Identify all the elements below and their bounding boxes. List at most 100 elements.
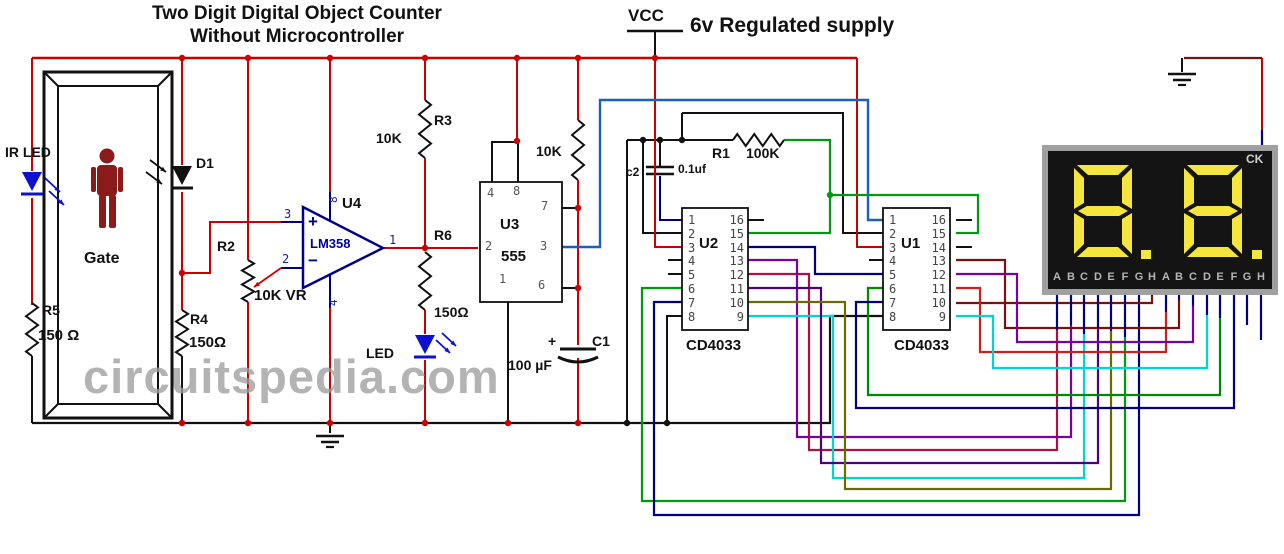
u1-right-pin-5: 11 xyxy=(931,282,946,296)
r5-ref: R5 xyxy=(42,302,60,318)
u1-ref: U1 xyxy=(901,235,921,252)
seg-wire-A2 xyxy=(956,286,1168,354)
u2-pin2-wire xyxy=(642,140,682,234)
photodiode-label: D1 xyxy=(196,155,214,171)
resistor-r5 xyxy=(24,302,40,357)
segment-label-15: H xyxy=(1257,271,1265,283)
junction-dot xyxy=(656,136,664,144)
timer-pin8: 8 xyxy=(513,184,521,198)
gate-frame-outer xyxy=(42,70,174,420)
r7-value: 10K xyxy=(536,143,562,159)
c1-ref: C1 xyxy=(592,333,610,349)
segment-label-2: C xyxy=(1080,271,1088,283)
u2-right-pin-5: 11 xyxy=(729,282,744,296)
led-symbol xyxy=(415,335,435,354)
u1-right-pin-6: 10 xyxy=(931,295,946,310)
segment-label-14: G xyxy=(1242,271,1252,283)
u1-box xyxy=(882,207,951,331)
title-line2: Without Microcontroller xyxy=(189,26,405,47)
c1-plate-bottom xyxy=(557,355,599,364)
ir-emit-arrow-head xyxy=(54,186,60,192)
timer-pin4: 4 xyxy=(487,186,495,200)
seg-wire-D2 xyxy=(956,314,1209,370)
u1-part: CD4033 xyxy=(894,337,950,354)
u2-left-pin-5: 6 xyxy=(688,282,696,296)
digit-segment xyxy=(1078,206,1128,216)
junction-dot xyxy=(678,136,686,144)
u2-left-pin-1: 2 xyxy=(688,226,696,241)
u2-right-pin-7: 9 xyxy=(736,309,744,324)
vcc-to-u2pin3 xyxy=(654,58,682,248)
junction-dot xyxy=(326,54,334,62)
ir-led-symbol xyxy=(22,172,42,191)
u2-box xyxy=(681,207,749,331)
u2-ref: U2 xyxy=(699,235,719,252)
junction-dot xyxy=(244,54,252,62)
timer-ref: U3 xyxy=(500,216,520,233)
r6-value: 150Ω xyxy=(434,304,469,320)
green-branch-u2pin15 xyxy=(748,195,832,235)
junction-dot xyxy=(574,284,582,292)
u1-right-pin-4: 12 xyxy=(931,268,946,283)
watermark: circuitspedia.com xyxy=(83,350,500,403)
junction-dot xyxy=(663,419,671,427)
c2-to-u2pin1 xyxy=(659,176,682,221)
segment-label-7: H xyxy=(1148,271,1156,283)
seg-wire-E xyxy=(748,300,1113,491)
segment-label-10: C xyxy=(1189,271,1197,283)
digit-segment xyxy=(1232,168,1242,209)
u1-left-pin-2: 3 xyxy=(889,240,897,255)
person-icon xyxy=(99,195,106,228)
u2-part: CD4033 xyxy=(686,337,742,354)
u1-right-pin-3: 13 xyxy=(931,254,946,269)
person-icon xyxy=(91,167,96,192)
segment-label-5: F xyxy=(1121,271,1129,283)
segment-label-0: A xyxy=(1053,271,1061,283)
u2-right-pin-3: 13 xyxy=(729,254,744,269)
r3-value: 10K xyxy=(376,130,402,146)
digit-segment xyxy=(1232,213,1242,254)
u1-left-pin-4: 5 xyxy=(889,268,897,283)
opamp-pin3: 3 xyxy=(284,207,292,221)
junction-dot xyxy=(178,269,186,277)
led-label: LED xyxy=(366,345,394,361)
segment-label-4: E xyxy=(1107,271,1115,283)
u2-left-pin-2: 3 xyxy=(688,240,696,255)
person-icon xyxy=(109,195,116,228)
segment-label-1: B xyxy=(1067,271,1075,283)
u1-right-pin-0: 16 xyxy=(931,213,946,227)
r4-ref: R4 xyxy=(190,311,208,327)
junction-dot xyxy=(574,54,582,62)
resistor-r1 xyxy=(732,132,785,148)
r6-ref: R6 xyxy=(434,227,452,243)
c2-value: 0.1uf xyxy=(678,162,707,176)
junction-dot xyxy=(178,54,186,62)
gate-label: Gate xyxy=(84,250,120,267)
555-out-to-u1clock xyxy=(558,98,883,249)
junction-dot xyxy=(421,54,429,62)
d1-receive-arrow-head xyxy=(160,166,166,172)
c2-ref: c2 xyxy=(626,165,640,179)
seg-wire-C xyxy=(748,314,1086,480)
resistor-r2-pot xyxy=(240,259,256,303)
junction-dot xyxy=(244,419,252,427)
seg-wire-F xyxy=(640,286,1127,503)
digit-segment xyxy=(1074,213,1084,254)
timer-pin7: 7 xyxy=(541,199,549,213)
r3-ref: R3 xyxy=(434,112,452,128)
decimal-point xyxy=(1141,250,1151,259)
c1-polarity: + xyxy=(548,333,557,349)
u2-pin8-gnd xyxy=(666,315,682,423)
d1-receive-arrow-head xyxy=(156,178,162,184)
person-icon xyxy=(97,165,117,196)
junction-dot xyxy=(574,204,582,212)
seg-wire-E2 xyxy=(866,286,1222,397)
junction-dot xyxy=(421,244,429,252)
junction-dot xyxy=(421,419,429,427)
junction-dot xyxy=(651,54,659,62)
seg-wire-F2 xyxy=(854,300,1236,410)
timer-part: 555 xyxy=(501,248,527,265)
person-icon xyxy=(99,148,115,164)
r1-node-to-u1p2 xyxy=(682,112,883,234)
gate-frame-inner xyxy=(57,85,159,405)
